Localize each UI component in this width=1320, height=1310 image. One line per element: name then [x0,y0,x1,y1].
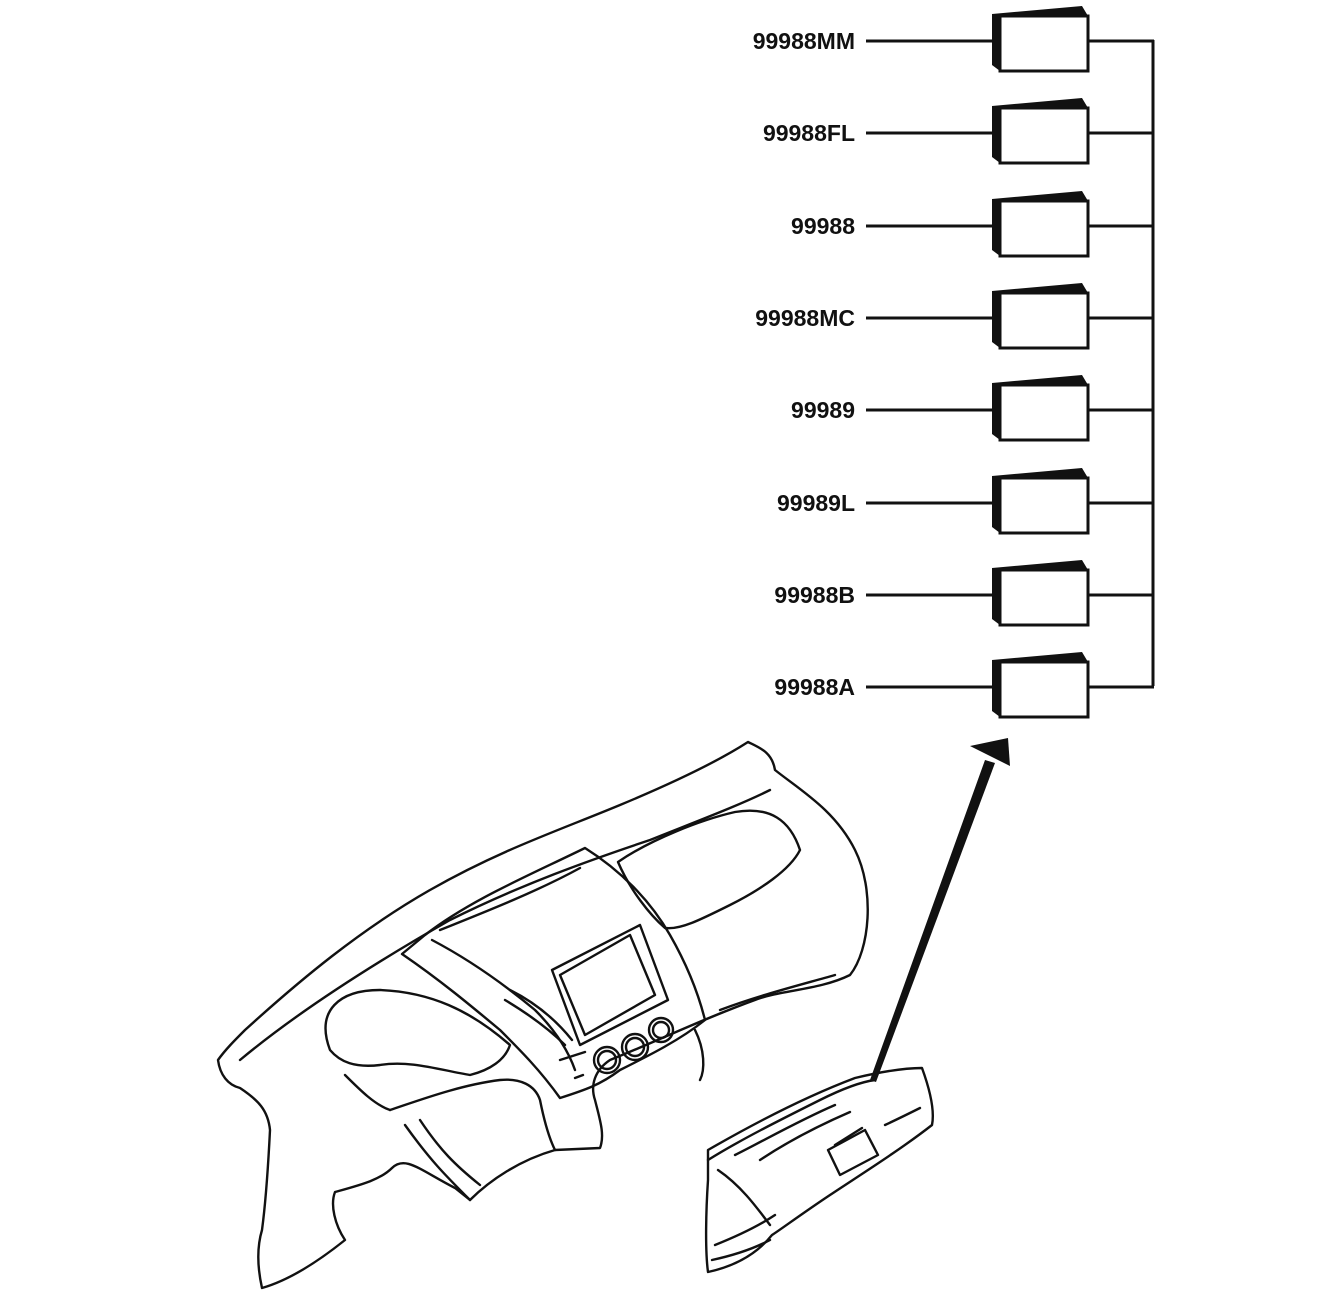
part-number-label: 99988A [774,674,855,700]
dashboard-illustration [216,740,869,1290]
part-callout-row: 99989L [777,468,1154,535]
part-number-label: 99988B [774,582,855,608]
glove-box-illustration [704,1066,935,1274]
part-number-label: 99988 [791,213,855,239]
part-number-label: 99989L [777,490,855,516]
part-callout-row: 99988A [774,652,1154,719]
part-number-label: 99988MC [755,305,855,331]
part-callout-row: 99988FL [763,98,1154,165]
part-number-label: 99988MM [753,28,855,54]
part-number-label: 99989 [791,397,855,423]
part-box [992,375,1090,442]
part-callout-row: 99988MM [753,6,1154,73]
part-callout-row: 99989 [791,375,1154,442]
part-callout-row: 99988MC [755,283,1154,350]
part-box [992,191,1090,258]
part-box [992,560,1090,627]
part-box [992,652,1090,719]
arrow-pointer [870,738,1010,1082]
part-box [992,6,1090,73]
part-callout-list: 99988MM 99988FL 99988 99988MC 99989 99989L 999… [753,6,1154,719]
part-box [992,98,1090,165]
part-box [992,283,1090,350]
part-box [992,468,1090,535]
part-number-label: 99988FL [763,120,855,146]
part-callout-row: 99988B [774,560,1154,627]
part-callout-row: 99988 [791,191,1154,258]
